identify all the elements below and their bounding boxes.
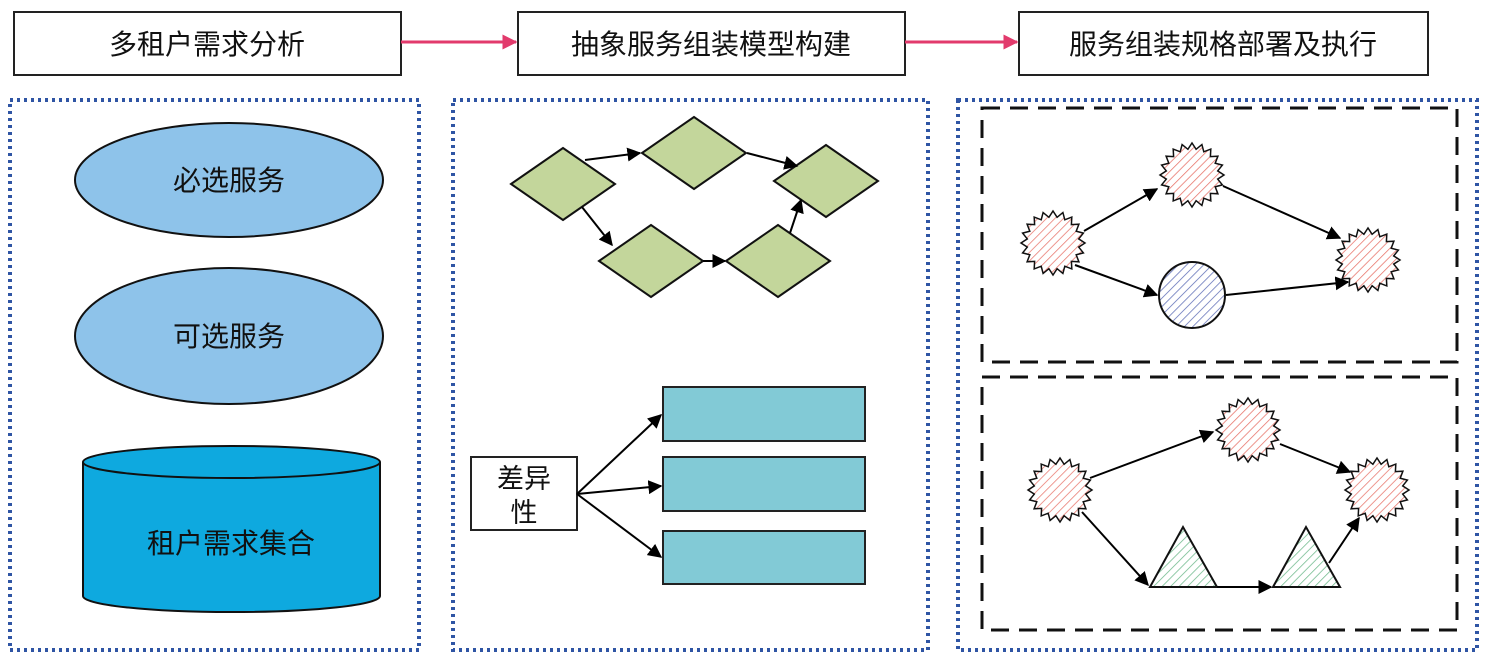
requirement-collection-cylinder [82, 445, 381, 614]
assembly-spec-1 [980, 106, 1459, 364]
required-service-node [1214, 396, 1282, 464]
required-service-node [1334, 226, 1402, 294]
flow-arrow [1225, 276, 1350, 296]
flow-arrow [1222, 185, 1342, 240]
assembly-spec-2 [980, 375, 1459, 632]
optional-service-node [1158, 261, 1226, 329]
service-diamond [772, 143, 880, 219]
flow-arrow [789, 198, 804, 234]
requirement-collection-label: 租户需求集合 [147, 527, 315, 560]
flow-arrow [584, 147, 642, 162]
variant-box [662, 386, 866, 442]
required-service-label: 必选服务 [173, 164, 285, 197]
flow-arrow [746, 152, 799, 170]
flow-arrow [1074, 264, 1159, 298]
flow-arrow [576, 414, 663, 495]
variant-box [662, 530, 866, 585]
variant-service-node [1148, 524, 1219, 588]
flow-arrow [1081, 511, 1149, 587]
flow-arrow [1083, 188, 1159, 232]
service-diamond [724, 223, 832, 299]
flow-arrow [1279, 443, 1352, 474]
stage-3: 服务组装规格部署及执行 [1018, 11, 1429, 76]
service-diamond [597, 223, 705, 299]
required-service-node [1026, 456, 1094, 524]
stage-2: 抽象服务组装模型构建 [517, 11, 906, 76]
panel-model [451, 98, 930, 652]
stage-3-label: 服务组装规格部署及执行 [1069, 28, 1377, 61]
stage-1-label: 多租户需求分析 [109, 28, 305, 61]
flow-arrow [576, 480, 663, 495]
difference-label-line2: 性 [511, 498, 538, 529]
service-diamond [640, 115, 748, 191]
required-service-ellipse [74, 122, 384, 238]
difference-label-line1: 差异 [497, 464, 551, 495]
required-service-node [1019, 209, 1087, 277]
flow-arrow [1089, 429, 1215, 479]
service-diamond [509, 146, 617, 222]
panel-deployment [956, 98, 1479, 652]
optional-service-label: 可选服务 [173, 320, 285, 353]
required-service-node [1158, 141, 1226, 209]
flow-arrow [581, 206, 613, 247]
difference-box [470, 456, 578, 531]
panel-requirements [8, 98, 421, 652]
variant-service-node [1271, 524, 1342, 588]
stage-2-label: 抽象服务组装模型构建 [571, 28, 851, 61]
optional-service-ellipse [74, 267, 384, 405]
variant-box [662, 456, 866, 512]
flow-arrow [576, 493, 663, 558]
stage-1: 多租户需求分析 [13, 11, 402, 76]
flow-arrow [1328, 516, 1360, 564]
required-service-node [1343, 456, 1411, 524]
